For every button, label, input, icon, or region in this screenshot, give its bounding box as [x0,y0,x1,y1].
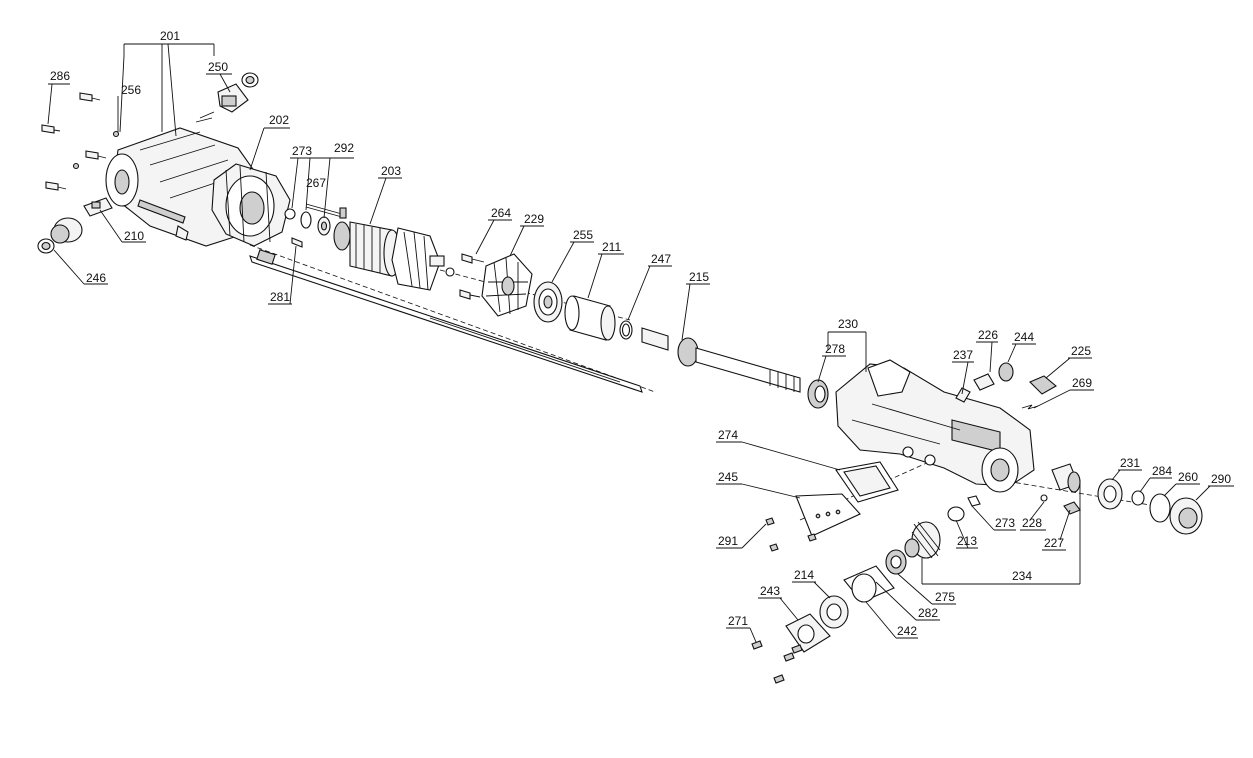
o-ring-247 [619,320,633,340]
callout-210: 210 [124,229,144,243]
sleeve-211 [564,295,616,341]
callout-230: 230 [838,317,858,331]
screws-271 [751,640,803,684]
callout-282: 282 [918,606,938,620]
brush-cap-246 [37,217,83,254]
screw-286-group [41,92,120,191]
callout-226: 226 [978,328,998,342]
callout-244: 244 [1014,330,1034,344]
callout-273-bottom: 273 [995,516,1015,530]
callout-203: 203 [381,164,401,178]
callout-237: 237 [953,348,973,362]
washers-273-267 [284,203,347,248]
callout-291: 291 [718,534,738,548]
callout-245: 245 [718,470,738,484]
armature-203 [333,221,455,291]
gear-parts [885,495,981,575]
callout-214: 214 [794,568,814,582]
callout-273-top: 273 [292,144,312,158]
callout-264: 264 [491,206,511,220]
plate-245 [795,493,861,537]
callout-274: 274 [718,428,738,442]
flange-parts [785,565,895,653]
callout-250: 250 [208,60,228,74]
callout-202: 202 [269,113,289,127]
callout-284: 284 [1152,464,1172,478]
callout-246: 246 [86,271,106,285]
bearing-255 [533,281,563,323]
leader-lines [47,43,1234,643]
gear-housing-230 [835,359,1035,493]
callout-290: 290 [1211,472,1231,486]
callout-260: 260 [1178,470,1198,484]
callout-267: 267 [306,176,326,190]
callout-278: 278 [825,342,845,356]
callout-275: 275 [935,590,955,604]
callout-215: 215 [689,270,709,284]
callout-242: 242 [897,624,917,638]
callout-256: 256 [121,83,141,97]
callout-286: 286 [50,69,70,83]
callout-243: 243 [760,584,780,598]
seal-278 [807,379,829,409]
screws-264 [459,253,485,300]
right-parts [1040,463,1203,535]
callout-213: 213 [957,534,977,548]
callouts: 201 286 250 256 202 273 292 267 203 210 … [50,29,1231,638]
switch-250 [195,72,259,123]
rods-281 [249,249,643,393]
callout-234: 234 [1012,569,1032,583]
parts-drawing [37,72,1203,684]
gasket-274 [835,461,899,503]
stator-202 [211,163,291,247]
callout-228: 228 [1022,516,1042,530]
callout-225: 225 [1071,344,1091,358]
callout-269: 269 [1072,376,1092,390]
callout-292: 292 [334,141,354,155]
callout-231: 231 [1120,456,1140,470]
top-parts [955,362,1057,410]
callout-271: 271 [728,614,748,628]
callout-211: 211 [602,240,621,254]
callout-229: 229 [524,212,544,226]
callout-201: 201 [160,29,180,43]
screws-291 [765,517,817,552]
fan-229 [481,253,533,317]
brush-holder-210 [83,197,113,217]
callout-227: 227 [1044,536,1064,550]
callout-247: 247 [651,252,671,266]
shaft-215 [641,327,801,393]
callout-281: 281 [270,290,290,304]
callout-255: 255 [573,228,593,242]
